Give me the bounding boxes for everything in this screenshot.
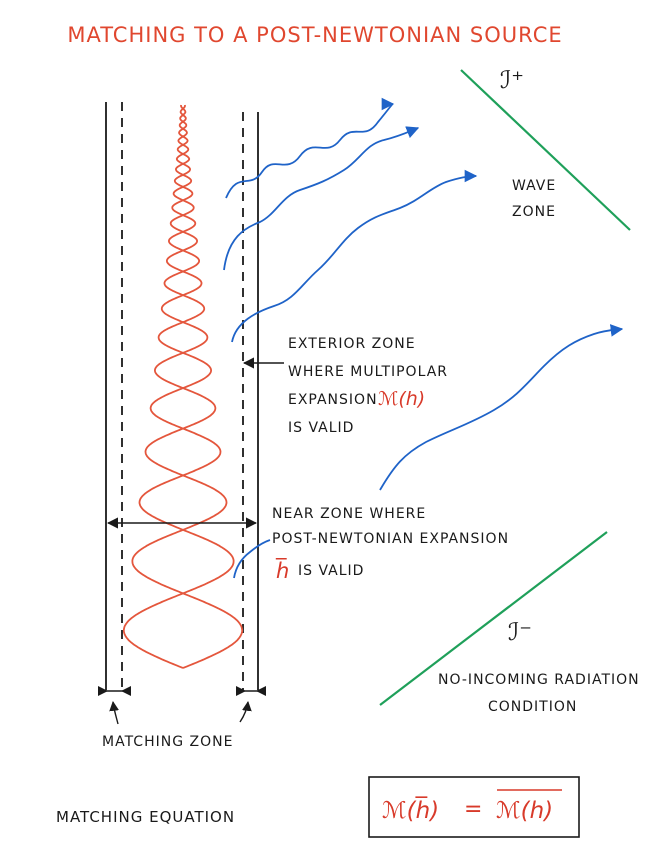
- matching-zone-marker-left: [98, 686, 131, 696]
- matching-zone-pointer-right: [239, 701, 252, 723]
- wave-zone-label-2: ZONE: [512, 204, 556, 220]
- matching-zone-marker-right: [236, 686, 266, 696]
- exterior-zone-math: ℳ(h): [378, 388, 425, 410]
- scri-minus-label: ℐ⁻: [508, 618, 532, 646]
- scri-plus-label: ℐ⁺: [500, 66, 524, 94]
- exterior-zone-line-2: WHERE MULTIPOLAR: [288, 364, 448, 380]
- wave-zone-label-1: WAVE: [512, 178, 556, 194]
- equation-rhs: ℳ(h): [496, 798, 553, 824]
- no-incoming-line-2: CONDITION: [488, 699, 577, 715]
- outgoing-wave-3: [231, 169, 478, 343]
- outgoing-wave-2: [223, 126, 420, 271]
- scri-minus-line: [379, 531, 608, 706]
- spiral-strand-b: [122, 104, 235, 669]
- exterior-zone-line-3: EXPANSION: [288, 392, 378, 408]
- exterior-zone-line-4: IS VALID: [288, 420, 354, 436]
- near-zone-line-3: IS VALID: [298, 563, 364, 579]
- near-zone-math: h̅: [276, 557, 290, 583]
- matching-zone-label: MATCHING ZONE: [102, 734, 233, 750]
- spiral-strand-a: [131, 104, 244, 669]
- outgoing-wave-4: [379, 324, 624, 491]
- near-zone-line-1: NEAR ZONE WHERE: [272, 506, 426, 522]
- matching-equation-label: MATCHING EQUATION: [56, 808, 235, 826]
- scri-plus-line: [460, 69, 631, 231]
- matching-zone-pointer-left: [109, 701, 119, 725]
- near-zone-line-2: POST-NEWTONIAN EXPANSION: [272, 531, 509, 547]
- inner-wave-stub: [233, 539, 271, 579]
- diagram-title: MATCHING TO A POST-NEWTONIAN SOURCE: [67, 23, 562, 47]
- equation-lhs: ℳ(h̅): [382, 796, 439, 824]
- outgoing-wave-1: [225, 97, 395, 199]
- equation-equals: =: [464, 797, 482, 822]
- binary-spiral: [122, 104, 244, 669]
- no-incoming-line-1: NO-INCOMING RADIATION: [438, 672, 640, 688]
- matching-equation-box: [368, 776, 580, 838]
- exterior-zone-line-1: EXTERIOR ZONE: [288, 336, 416, 352]
